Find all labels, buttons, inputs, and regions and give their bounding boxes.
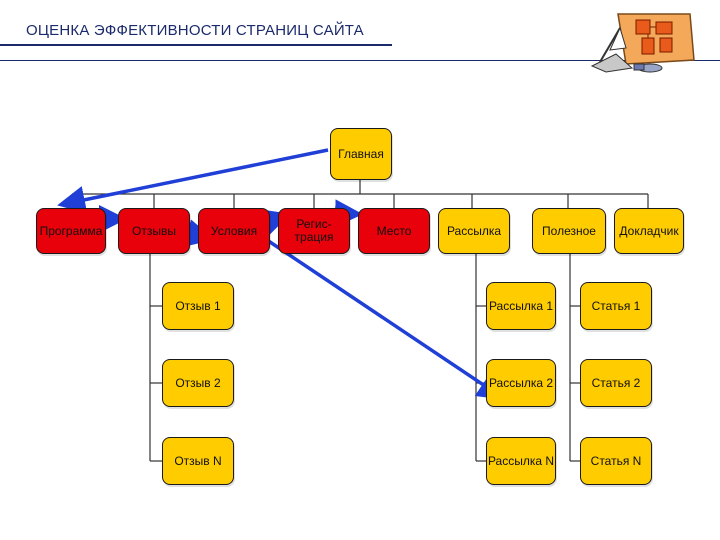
arrow-to-mailing-2	[263, 236, 506, 400]
node-mailing-n-label: Рассылка N	[487, 453, 555, 468]
node-article-n[interactable]: Статья N	[580, 437, 652, 485]
arrow-home-to-program	[57, 148, 329, 214]
node-mailing-2-label: Рассылка 2	[488, 375, 554, 390]
node-review-1-label: Отзыв 1	[175, 298, 221, 313]
node-review-2-label: Отзыв 2	[175, 375, 221, 390]
node-review-n[interactable]: Отзыв N	[162, 437, 234, 485]
node-review-2[interactable]: Отзыв 2	[162, 359, 234, 407]
node-mailing-1-label: Рассылка 1	[488, 298, 554, 313]
node-mailing-2[interactable]: Рассылка 2	[486, 359, 556, 407]
node-program-label: Программа	[39, 223, 103, 238]
page-title: ОЦЕНКА ЭФФЕКТИВНОСТИ СТРАНИЦ САЙТА	[26, 22, 364, 39]
node-useful[interactable]: Полезное	[532, 208, 606, 254]
node-speaker-label: Докладчик	[619, 223, 679, 238]
node-home[interactable]: Главная	[330, 128, 392, 180]
node-home-label: Главная	[338, 146, 384, 161]
node-mailing-label: Рассылка	[446, 223, 502, 238]
node-mailing-1[interactable]: Рассылка 1	[486, 282, 556, 330]
node-article-2[interactable]: Статья 2	[580, 359, 652, 407]
node-review-n-label: Отзыв N	[174, 453, 222, 468]
node-mailing-n[interactable]: Рассылка N	[486, 437, 556, 485]
node-mailing[interactable]: Рассылка	[438, 208, 510, 254]
node-review-1[interactable]: Отзыв 1	[162, 282, 234, 330]
node-conditions-label: Условия	[210, 223, 258, 238]
node-article-1[interactable]: Статья 1	[580, 282, 652, 330]
node-place[interactable]: Место	[358, 208, 430, 254]
tree-lines	[71, 180, 649, 462]
node-conditions[interactable]: Условия	[198, 208, 270, 254]
node-registration-label: Регис- трация	[294, 217, 334, 244]
node-reviews-label: Отзывы	[132, 223, 176, 238]
node-reviews[interactable]: Отзывы	[118, 208, 190, 254]
header-divider	[0, 60, 720, 61]
node-useful-label: Полезное	[542, 223, 596, 238]
node-speaker[interactable]: Докладчик	[614, 208, 684, 254]
node-article-n-label: Статья N	[590, 453, 642, 468]
node-registration[interactable]: Регис- трация	[278, 208, 350, 254]
header-underline	[0, 44, 392, 46]
navigation-arrows	[57, 148, 506, 400]
node-article-2-label: Статья 2	[591, 375, 641, 390]
node-place-label: Место	[376, 223, 412, 238]
node-article-1-label: Статья 1	[591, 298, 641, 313]
office-drawing-icon	[590, 13, 695, 73]
node-program[interactable]: Программа	[36, 208, 106, 254]
